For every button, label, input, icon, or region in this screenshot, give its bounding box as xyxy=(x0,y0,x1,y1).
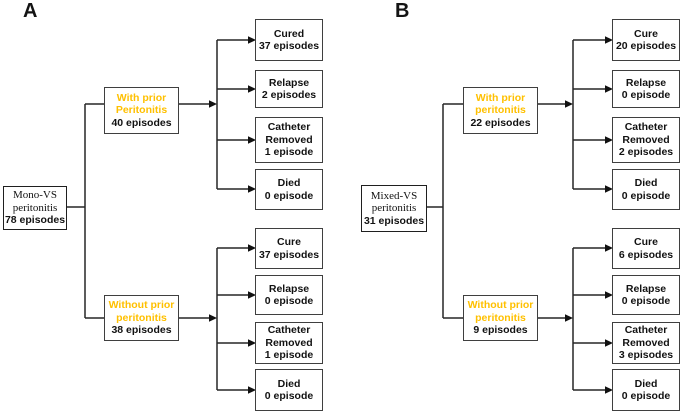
panel-b-label: B xyxy=(395,0,410,22)
outcome-line: Removed xyxy=(622,133,670,146)
outcome-line: Relapse xyxy=(625,282,667,295)
branch-count: 38 episodes xyxy=(111,324,172,337)
outcome-line: Died xyxy=(634,377,658,390)
outcome-box-a2-died: Died 0 episode xyxy=(255,369,323,411)
outcome-line: Died xyxy=(277,177,301,189)
outcome-line: 1 episode xyxy=(264,146,314,159)
outcome-line: Cured xyxy=(273,27,305,40)
outcome-line: 37 episodes xyxy=(258,40,320,52)
outcome-line: Cure xyxy=(277,236,301,248)
branch-label-line: With prior xyxy=(475,91,526,104)
outcome-box-b1-relapse: Relapse 0 episode xyxy=(612,70,680,108)
outcome-line: 0 episode xyxy=(264,189,314,202)
outcome-line: 0 episode xyxy=(621,390,671,402)
root-name-line: Mixed-VS xyxy=(370,189,418,202)
branch-label-line: peritonitis xyxy=(116,311,167,324)
outcome-box-a2-cure: Cure 37 episodes xyxy=(255,228,323,269)
branch-box-a-with-prior: With prior Peritonitis 40 episodes xyxy=(104,87,179,134)
outcome-box-a1-cured: Cured 37 episodes xyxy=(255,19,323,61)
root-box-mixed-vs: Mixed-VS peritonitis 31 episodes xyxy=(361,185,427,232)
outcome-line: Removed xyxy=(265,336,313,349)
branch-box-b-without-prior: Without prior peritonitis 9 episodes xyxy=(463,295,538,341)
outcome-box-b2-cure: Cure 6 episodes xyxy=(612,228,680,269)
root-name-line: Mono-VS xyxy=(12,189,57,202)
outcome-box-b2-relapse: Relapse 0 episode xyxy=(612,275,680,315)
outcome-box-a1-died: Died 0 episode xyxy=(255,169,323,210)
outcome-line: Catheter xyxy=(267,121,311,134)
outcome-line: 3 episodes xyxy=(618,349,674,362)
outcome-line: 0 episode xyxy=(264,295,314,307)
branch-box-a-without-prior: Without prior peritonitis 38 episodes xyxy=(104,295,179,341)
outcome-line: 2 episodes xyxy=(618,146,674,159)
branch-label-line: Peritonitis xyxy=(115,104,168,117)
outcome-line: 0 episode xyxy=(621,189,671,202)
outcome-box-a2-relapse: Relapse 0 episode xyxy=(255,275,323,315)
outcome-box-b1-catheter-removed: Catheter Removed 2 episodes xyxy=(612,117,680,163)
outcome-line: Died xyxy=(634,177,658,189)
outcome-line: Relapse xyxy=(625,76,667,89)
outcome-line: Relapse xyxy=(268,282,310,295)
outcome-line: 37 episodes xyxy=(258,248,320,261)
root-count: 31 episodes xyxy=(363,214,425,227)
branch-count: 9 episodes xyxy=(473,324,528,337)
outcome-box-b1-died: Died 0 episode xyxy=(612,169,680,210)
outcome-box-b1-cure: Cure 20 episodes xyxy=(612,19,680,61)
outcome-line: 0 episode xyxy=(621,89,671,101)
root-box-mono-vs: Mono-VS peritonitis 78 episodes xyxy=(3,186,67,230)
branch-label-line: Without prior xyxy=(467,299,534,312)
outcome-line: 1 episode xyxy=(264,349,314,362)
outcome-line: 20 episodes xyxy=(615,40,677,52)
outcome-line: Catheter xyxy=(267,324,311,337)
branch-box-b-with-prior: With prior peritonitis 22 episodes xyxy=(463,87,538,134)
outcome-line: 0 episode xyxy=(264,390,314,402)
outcome-line: 0 episode xyxy=(621,295,671,307)
panel-a-label: A xyxy=(23,0,38,22)
outcome-line: Cure xyxy=(634,236,658,248)
outcome-box-a1-relapse: Relapse 2 episodes xyxy=(255,70,323,108)
root-count: 78 episodes xyxy=(4,214,66,227)
outcome-line: Removed xyxy=(622,336,670,349)
outcome-line: Catheter xyxy=(624,121,668,134)
root-name-line: peritonitis xyxy=(12,201,58,214)
branch-label-line: peritonitis xyxy=(475,104,526,117)
branch-count: 40 episodes xyxy=(111,116,172,129)
branch-count: 22 episodes xyxy=(470,116,531,129)
outcome-line: Removed xyxy=(265,133,313,146)
branch-label-line: Without prior xyxy=(108,299,175,312)
outcome-line: 2 episodes xyxy=(261,89,317,101)
outcome-box-a2-catheter-removed: Catheter Removed 1 episode xyxy=(255,322,323,364)
outcome-box-b2-died: Died 0 episode xyxy=(612,369,680,411)
outcome-line: Died xyxy=(277,377,301,390)
branch-label-line: With prior xyxy=(116,91,167,104)
outcome-box-a1-catheter-removed: Catheter Removed 1 episode xyxy=(255,117,323,163)
root-name-line: peritonitis xyxy=(371,202,417,215)
outcome-line: Cure xyxy=(634,27,658,40)
outcome-line: 6 episodes xyxy=(618,248,674,261)
outcome-line: Catheter xyxy=(624,324,668,337)
outcome-line: Relapse xyxy=(268,76,310,89)
outcome-box-b2-catheter-removed: Catheter Removed 3 episodes xyxy=(612,322,680,364)
branch-label-line: peritonitis xyxy=(475,311,526,324)
